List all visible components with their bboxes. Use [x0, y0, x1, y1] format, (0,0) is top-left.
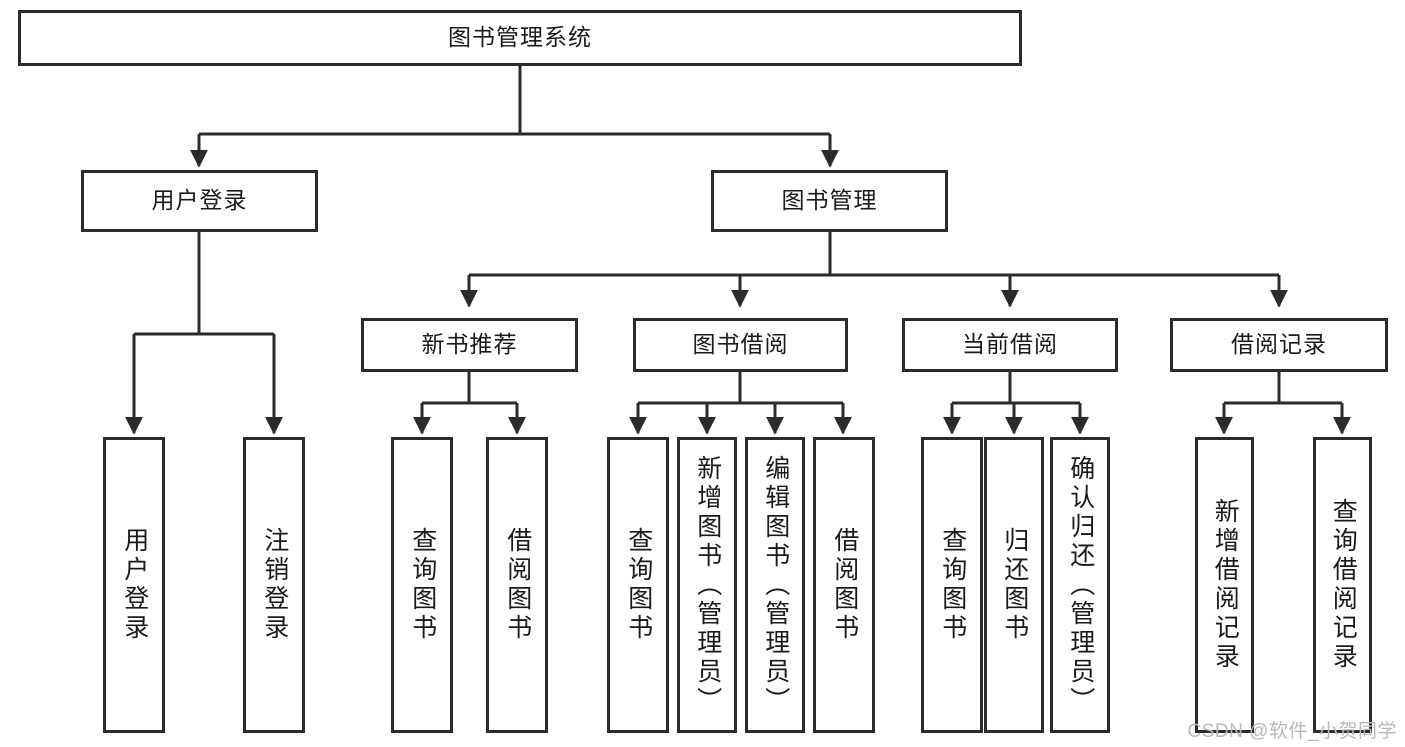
node-label: 注销登录 — [260, 527, 289, 643]
node-label: 归还图书 — [1000, 527, 1029, 643]
node-label: 借阅记录 — [1231, 331, 1327, 358]
node-label: 用户登录 — [120, 527, 149, 643]
node-root-book-management-system[interactable]: 图书管理系统 — [18, 10, 1022, 66]
node-leaf-query-book-new[interactable]: 查询图书 — [391, 437, 453, 733]
node-leaf-user-login[interactable]: 用户登录 — [103, 437, 165, 733]
node-label: 借阅图书 — [830, 527, 859, 643]
node-leaf-confirm-return-admin[interactable]: 确认归还（管理员） — [1050, 437, 1110, 733]
watermark-text: CSDN @软件_小贺同学 — [1187, 721, 1397, 742]
node-current-borrow[interactable]: 当前借阅 — [902, 318, 1118, 372]
node-label: 查询图书 — [408, 527, 437, 643]
node-new-book-recommend[interactable]: 新书推荐 — [361, 318, 578, 372]
node-label: 查询借阅记录 — [1329, 498, 1358, 672]
node-label: 借阅图书 — [503, 527, 532, 643]
node-borrow-record[interactable]: 借阅记录 — [1170, 318, 1388, 372]
node-book-management[interactable]: 图书管理 — [711, 170, 948, 232]
node-label: 用户登录 — [151, 187, 248, 214]
node-leaf-logout[interactable]: 注销登录 — [243, 437, 305, 733]
node-label: 图书管理 — [781, 187, 878, 214]
node-label: 新增图书（管理员） — [693, 454, 722, 716]
node-leaf-add-borrow-record[interactable]: 新增借阅记录 — [1195, 437, 1254, 733]
node-leaf-borrow-book-new[interactable]: 借阅图书 — [486, 437, 548, 733]
node-leaf-edit-book-admin[interactable]: 编辑图书（管理员） — [745, 437, 805, 733]
node-label: 新增借阅记录 — [1211, 498, 1240, 672]
node-label: 当前借阅 — [962, 331, 1058, 358]
node-leaf-return-book[interactable]: 归还图书 — [984, 437, 1044, 733]
node-book-borrow[interactable]: 图书借阅 — [633, 318, 848, 372]
node-label: 图书管理系统 — [448, 24, 592, 51]
node-leaf-borrow-book[interactable]: 借阅图书 — [813, 437, 875, 733]
node-label: 新书推荐 — [421, 331, 518, 358]
node-leaf-query-book-borrow[interactable]: 查询图书 — [607, 437, 669, 733]
node-leaf-query-book-current[interactable]: 查询图书 — [921, 437, 983, 733]
node-leaf-query-borrow-record[interactable]: 查询借阅记录 — [1313, 437, 1372, 733]
node-label: 查询图书 — [938, 527, 967, 643]
node-label: 图书借阅 — [692, 331, 789, 358]
node-label: 查询图书 — [624, 527, 653, 643]
node-label: 编辑图书（管理员） — [761, 454, 790, 716]
node-leaf-add-book-admin[interactable]: 新增图书（管理员） — [677, 437, 737, 733]
node-label: 确认归还（管理员） — [1066, 454, 1095, 716]
node-user-login[interactable]: 用户登录 — [81, 170, 318, 232]
